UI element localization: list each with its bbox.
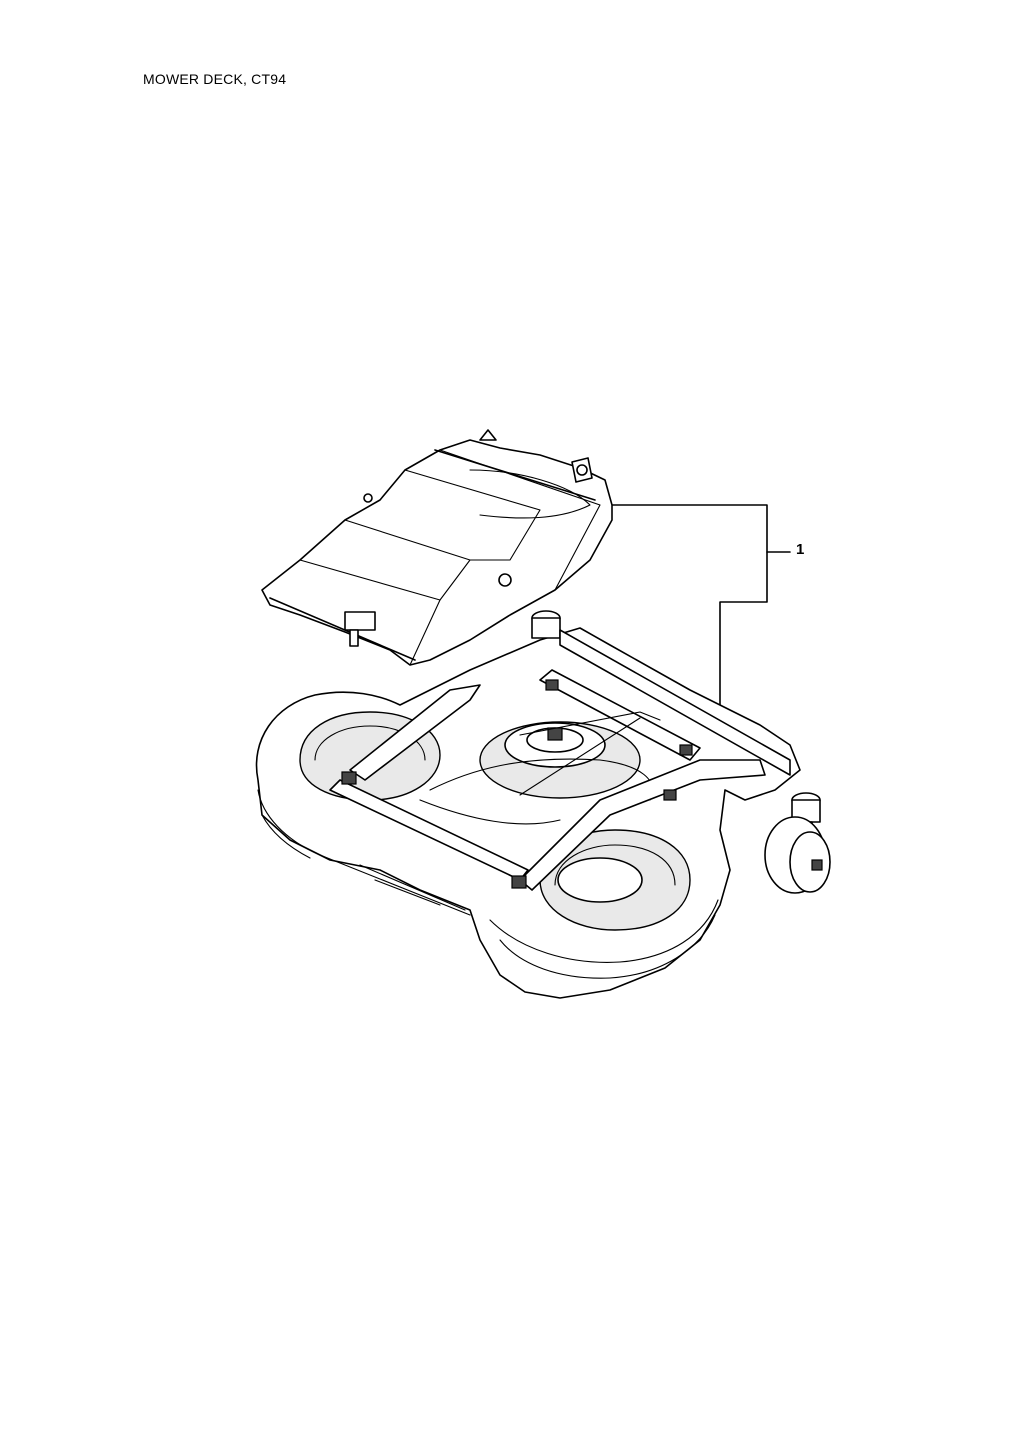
hanger-frame (261, 429, 613, 666)
rear-support (531, 610, 791, 776)
callout-leader (611, 504, 791, 711)
deck-shell (255, 627, 801, 999)
lift-linkage (329, 669, 766, 891)
callout-number-1: 1 (796, 541, 805, 558)
page-title: MOWER DECK, CT94 (143, 71, 287, 87)
caster-wheel (764, 792, 831, 894)
